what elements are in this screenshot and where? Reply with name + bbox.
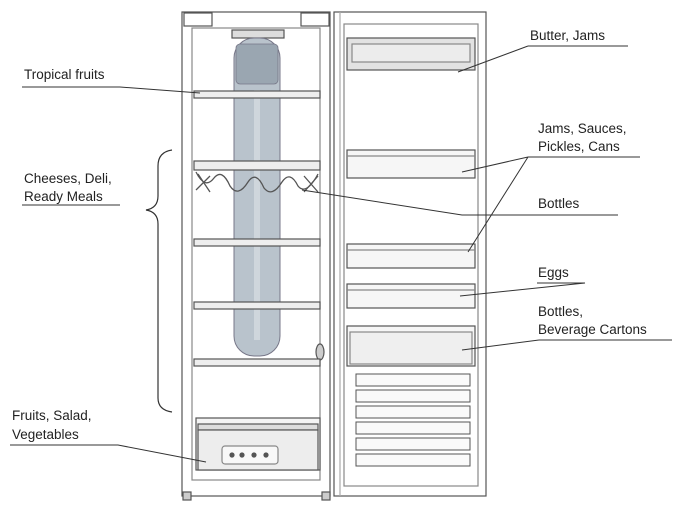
fridge-door bbox=[333, 11, 487, 497]
label-jams-line2: Pickles, Cans bbox=[538, 139, 620, 154]
shelves bbox=[193, 90, 321, 367]
cheeses-bracket bbox=[145, 149, 173, 413]
air-cylinder bbox=[233, 37, 281, 357]
door-outline bbox=[333, 11, 487, 497]
shelf-5 bbox=[193, 358, 321, 367]
label-butter-jams: Butter, Jams bbox=[530, 28, 605, 43]
label-bottles: Bottles bbox=[538, 196, 580, 211]
door-bins bbox=[346, 37, 476, 367]
egg-tray bbox=[346, 283, 476, 309]
cabinet-interior bbox=[191, 27, 321, 481]
side-knob bbox=[315, 343, 325, 361]
label-tropical-fruits: Tropical fruits bbox=[24, 67, 105, 82]
bottle-rack bbox=[195, 171, 319, 193]
door-lower-bars bbox=[355, 373, 471, 467]
label-cheeses-line2: Ready Meals bbox=[24, 189, 103, 204]
foot-left bbox=[182, 491, 192, 501]
door-bin-1 bbox=[346, 149, 476, 179]
fridge-cabinet bbox=[181, 11, 331, 501]
door-liner bbox=[343, 23, 479, 487]
top-hinge-left bbox=[183, 12, 213, 27]
label-fruits-line2: Vegetables bbox=[12, 427, 79, 442]
label-cheeses-line1: Cheeses, Deli, bbox=[24, 171, 112, 186]
label-fruits-line1: Fruits, Salad, bbox=[12, 408, 92, 423]
ceiling-light bbox=[231, 29, 285, 39]
shelf-4 bbox=[193, 301, 321, 310]
label-eggs: Eggs bbox=[538, 265, 569, 280]
foot-right bbox=[321, 491, 331, 501]
shelf-1 bbox=[193, 90, 321, 99]
cabinet-outline bbox=[181, 11, 331, 497]
crisper-drawer bbox=[195, 417, 321, 471]
door-bin-2 bbox=[346, 243, 476, 269]
label-bottles-cartons-line1: Bottles, bbox=[538, 304, 583, 319]
top-hinge-right bbox=[300, 12, 330, 27]
label-bottles-cartons-line2: Beverage Cartons bbox=[538, 322, 647, 337]
label-jams-line1: Jams, Sauces, bbox=[538, 121, 627, 136]
leader-lines bbox=[10, 45, 672, 463]
shelf-2 bbox=[193, 160, 321, 171]
shelf-3 bbox=[193, 238, 321, 247]
